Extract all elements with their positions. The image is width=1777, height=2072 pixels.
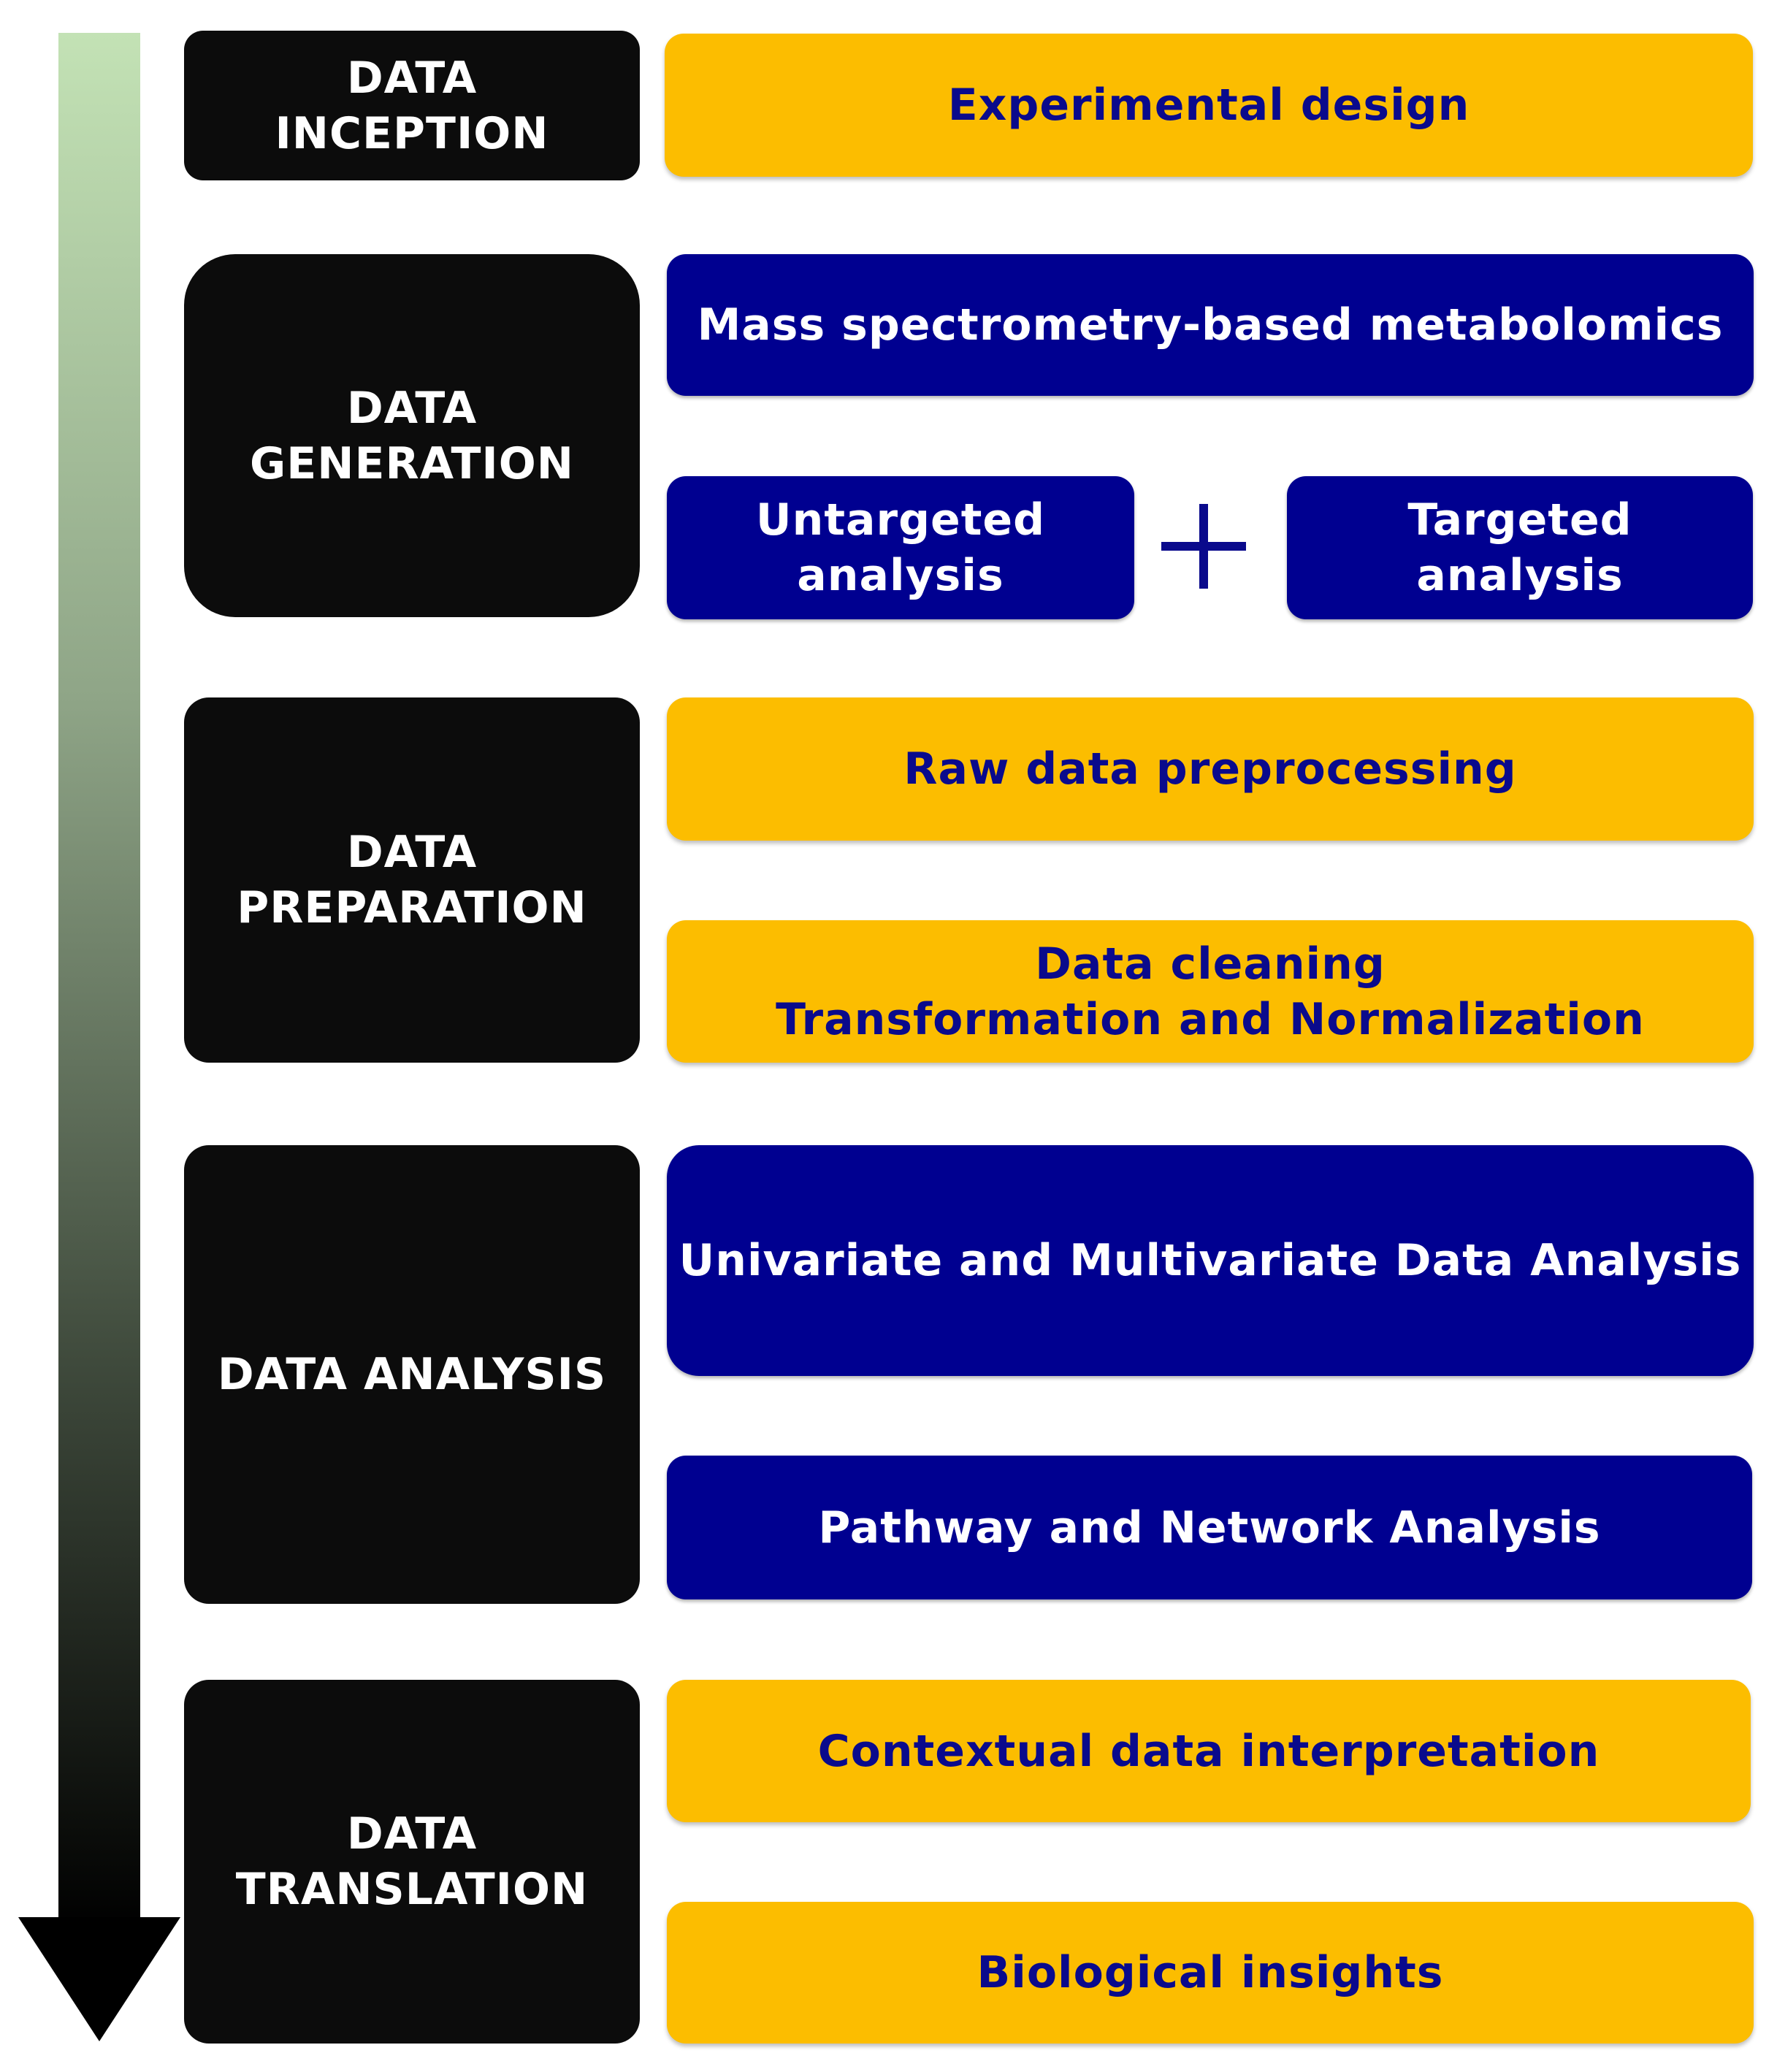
step-biological-insights: Biological insights [667, 1902, 1754, 2044]
step-pathway-network: Pathway and Network Analysis [667, 1456, 1752, 1599]
stage-data-analysis: DATA ANALYSIS [184, 1145, 640, 1604]
stage-data-translation: DATA TRANSLATION [184, 1680, 640, 2044]
step-experimental-design: Experimental design [665, 34, 1753, 177]
down-arrow-icon [18, 33, 180, 2041]
step-raw-data-preprocessing: Raw data preprocessing [667, 697, 1754, 841]
stage-data-generation: DATA GENERATION [184, 254, 640, 617]
stage-data-inception: DATA INCEPTION [184, 31, 640, 180]
step-univariate-multivariate: Univariate and Multivariate Data Analysi… [667, 1145, 1754, 1376]
step-data-cleaning: Data cleaning Transformation and Normali… [667, 920, 1754, 1063]
step-untargeted-analysis: Untargeted analysis [667, 476, 1134, 619]
step-contextual-interpretation: Contextual data interpretation [667, 1680, 1751, 1822]
plus-icon [1161, 504, 1246, 589]
step-ms-metabolomics: Mass spectrometry-based metabolomics [667, 254, 1754, 396]
step-targeted-analysis: Targeted analysis [1287, 476, 1753, 619]
stage-data-preparation: DATA PREPARATION [184, 697, 640, 1063]
